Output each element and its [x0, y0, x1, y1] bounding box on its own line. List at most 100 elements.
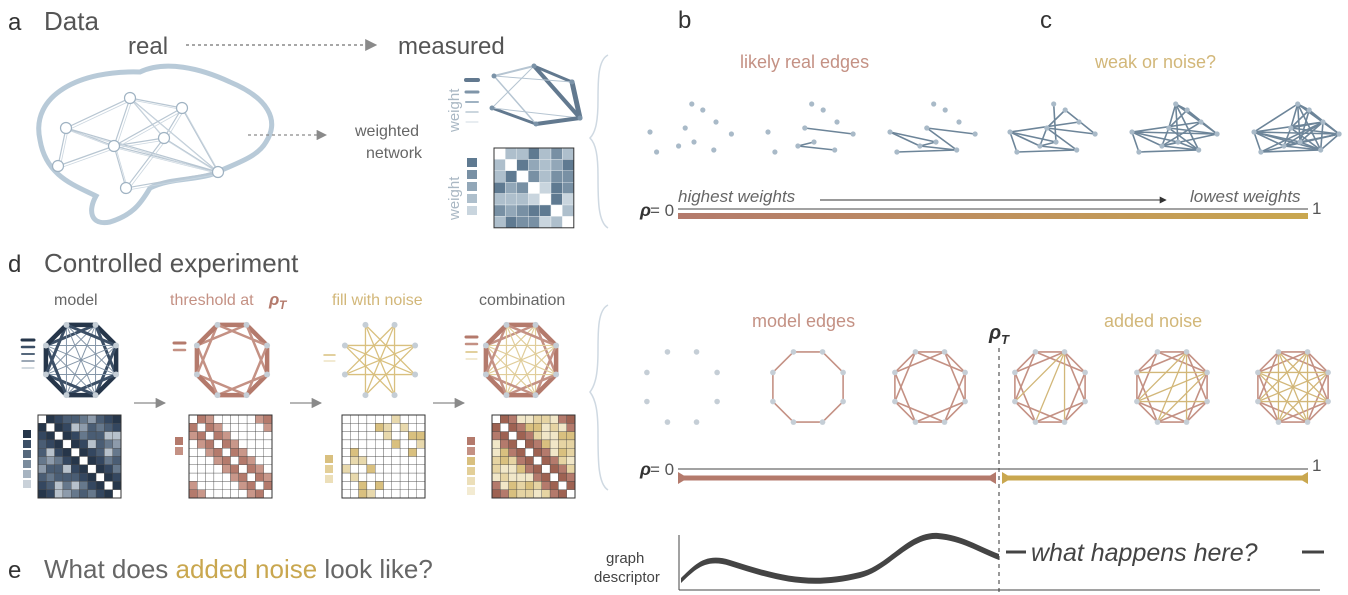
top-graph-edge	[896, 149, 958, 153]
bottom-graph-node	[664, 349, 671, 355]
top-graph-node	[1051, 101, 1057, 107]
weight-legend-swatch	[467, 158, 477, 167]
panel-letter-c: c	[1040, 7, 1052, 34]
experiment-matrix-cell	[391, 423, 401, 432]
experiment-matrix-cell	[375, 423, 384, 432]
top-graph-edge	[1161, 145, 1200, 151]
bottom-model-edge	[1063, 351, 1086, 403]
experiment-matrix-cell	[525, 423, 534, 432]
experiment-matrix-cell	[54, 456, 64, 465]
experiment-matrix-cell	[263, 448, 273, 457]
experiment-matrix-cell	[222, 448, 231, 457]
weight-axis-label-bottom: weight	[446, 176, 463, 221]
top-graph-edge	[1046, 109, 1066, 129]
bottom-graph-node	[941, 349, 948, 355]
experiment-matrix-cell	[383, 423, 392, 432]
brain-edge	[115, 147, 221, 175]
experiment-matrix-cell	[558, 472, 567, 482]
experiment-matrix-cell	[62, 414, 72, 424]
experiment-matrix-cell	[516, 456, 526, 465]
bottom-model-edge	[1306, 351, 1329, 374]
bottom-model-edge	[1185, 351, 1208, 374]
combination-edge	[483, 322, 509, 348]
top-graph-edge	[1052, 103, 1057, 143]
model-edge	[43, 322, 69, 348]
label-model-edges: model edges	[752, 311, 855, 331]
label-added-noise: added noise	[1104, 311, 1202, 331]
experiment-matrix-cell	[399, 489, 409, 499]
experiment-matrix-cell	[516, 481, 526, 490]
experiment-matrix-cell	[263, 472, 273, 482]
top-graph-node	[700, 107, 706, 113]
brain-edge	[165, 139, 221, 175]
top-graph-node	[834, 119, 840, 125]
brain-edge	[65, 127, 219, 173]
experiment-matrix-cell	[350, 423, 359, 432]
experiment-matrix-cell	[246, 439, 256, 449]
brain-edge	[115, 109, 185, 149]
experiment-matrix-cell	[416, 439, 426, 449]
experiment-matrix-cell	[341, 481, 351, 490]
measured-node	[569, 79, 575, 85]
combination-edge	[505, 323, 558, 347]
model-edge	[65, 324, 97, 396]
question-suffix: look like?	[317, 554, 433, 584]
matrix-cell	[528, 181, 540, 194]
bottom-model-edge	[772, 351, 795, 374]
experiment-matrix-cell	[213, 448, 223, 457]
combination-node	[482, 371, 489, 378]
brain-edge	[67, 99, 133, 131]
experiment-matrix-cell	[54, 472, 64, 482]
experiment-matrix-cell	[46, 439, 55, 449]
top-graph-edge	[1168, 109, 1188, 129]
experiment-matrix-cell	[188, 481, 198, 490]
experiment-matrix-cell	[500, 472, 509, 482]
experiment-matrix-cell	[566, 472, 576, 482]
experiment-matrix-cell	[255, 431, 264, 441]
experiment-matrix-cell	[366, 423, 376, 432]
bottom-graph-node	[840, 398, 846, 405]
matrix-cell	[493, 159, 506, 171]
experiment-matrix-cell	[37, 489, 47, 499]
matrix-cell	[505, 170, 517, 183]
experiment-matrix-cell	[71, 431, 80, 441]
experiment-matrices	[37, 414, 576, 499]
bottom-graph-node	[1061, 419, 1068, 425]
experiment-matrix-cell	[549, 423, 559, 432]
experiment-matrix-cell	[549, 489, 559, 499]
brain-edge	[127, 139, 167, 191]
noise-edge	[364, 324, 416, 376]
experiment-matrix-cell	[230, 439, 239, 449]
top-graph-node	[933, 139, 939, 145]
bottom-model-edge	[943, 371, 966, 423]
experiment-matrix-cell	[222, 414, 231, 424]
top-graph-node	[832, 147, 838, 153]
experiment-matrix-cell	[246, 414, 256, 424]
bottom-model-edge	[1014, 371, 1037, 423]
experiment-matrix-cell	[222, 423, 231, 432]
top-graph-sequence	[647, 101, 1342, 155]
top-graph-node	[931, 101, 937, 107]
measured-edge	[532, 64, 574, 84]
bottom-model-edge	[1014, 351, 1037, 403]
brain-network	[51, 91, 225, 195]
experiment-matrix-cell	[87, 489, 97, 499]
top-graph-edge	[1039, 141, 1057, 147]
experiment-matrix-cell	[188, 448, 198, 457]
step-label-fill-noise: fill with noise	[332, 292, 423, 309]
bottom-model-edge	[894, 371, 917, 423]
label-network: network	[366, 145, 423, 162]
top-graph-node	[1251, 129, 1257, 135]
combination-node	[503, 392, 510, 399]
experiment-matrix-cell	[541, 481, 551, 490]
top-graph-node	[924, 125, 930, 131]
noise-matrix-legend-swatch	[325, 465, 333, 473]
bottom-model-edge	[894, 351, 917, 403]
top-graph-node	[972, 131, 978, 137]
experiment-matrix-cell	[375, 456, 384, 465]
experiment-matrix-cell	[46, 414, 55, 424]
matrix-cell	[493, 193, 506, 206]
experiment-matrix-cell	[205, 464, 215, 474]
top-graph-node	[1288, 125, 1294, 131]
experiment-matrix-cell	[95, 464, 105, 474]
